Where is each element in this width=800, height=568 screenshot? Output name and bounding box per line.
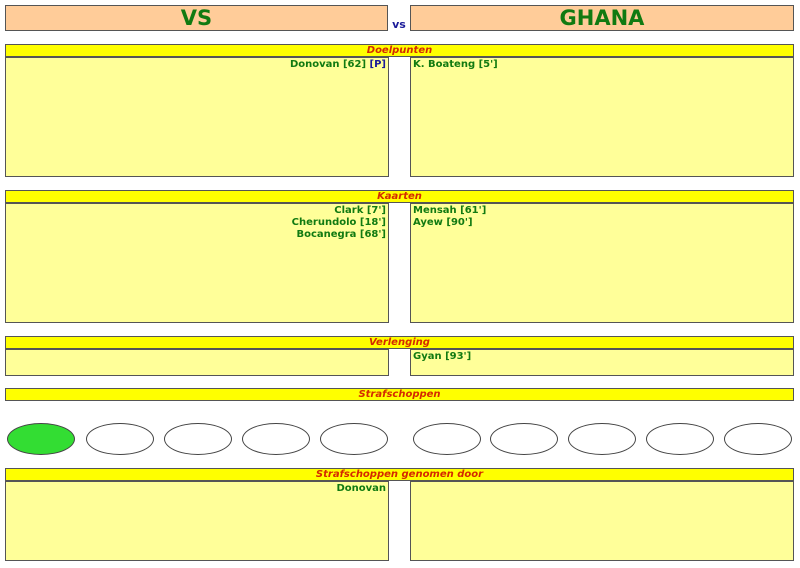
away-cards-box: Mensah [61'] Ayew [90']: [410, 203, 794, 323]
home-team-name: VS: [5, 5, 388, 31]
away-extra-time-box: Gyan [93']: [410, 349, 794, 376]
home-goals-box: Donovan [62] [P]: [5, 57, 389, 177]
card-entry: Ayew [90']: [413, 217, 473, 228]
goal-entry: Donovan [62] [P]: [8, 59, 386, 71]
extra-time-entry: Gyan [93']: [413, 351, 472, 362]
penalty-taker-entry: Donovan: [336, 483, 386, 494]
home-penalty-1-scored: [7, 423, 75, 455]
goal-entry: K. Boateng [5']: [413, 59, 498, 70]
home-penalty-2-empty: [86, 423, 154, 455]
penalty-marker: [P]: [369, 59, 386, 70]
away-penalty-3-empty: [568, 423, 636, 455]
penalty-takers-section-title: Strafschoppen genomen door: [5, 468, 794, 481]
away-team-name: GHANA: [410, 5, 794, 31]
card-entry: Bocanegra [68']: [296, 229, 386, 240]
away-penalty-1-empty: [413, 423, 481, 455]
home-penalty-4-empty: [242, 423, 310, 455]
home-extra-time-box: [5, 349, 389, 376]
away-penalty-5-empty: [724, 423, 792, 455]
home-penalty-5-empty: [320, 423, 388, 455]
home-penalty-takers-box: Donovan: [5, 481, 389, 561]
card-entry: Mensah [61']: [413, 205, 487, 216]
cards-section-title: Kaarten: [5, 190, 794, 203]
away-goals-box: K. Boateng [5']: [410, 57, 794, 177]
home-cards-box: Clark [7'] Cherundolo [18'] Bocanegra [6…: [5, 203, 389, 323]
away-penalty-4-empty: [646, 423, 714, 455]
card-entry: Cherundolo [18']: [291, 217, 386, 228]
vs-label: vs: [392, 17, 406, 31]
penalties-section-title: Strafschoppen: [5, 388, 794, 401]
goal-player: Donovan [62]: [289, 59, 367, 70]
away-penalty-2-empty: [490, 423, 558, 455]
away-penalty-takers-box: [410, 481, 794, 561]
card-entry: Clark [7']: [334, 205, 386, 216]
goals-section-title: Doelpunten: [5, 44, 794, 57]
home-penalty-3-empty: [164, 423, 232, 455]
extra-time-section-title: Verlenging: [5, 336, 794, 349]
